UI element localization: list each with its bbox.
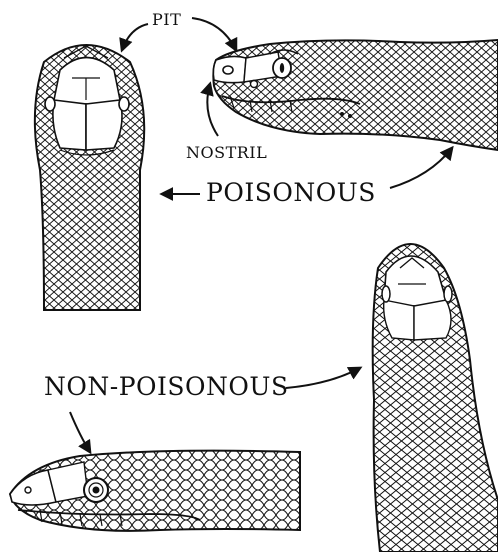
poisonous-head-side-view — [213, 40, 498, 150]
non-poisonous-arrow-down — [70, 412, 90, 452]
non-poisonous-label: NON-POISONOUS — [44, 372, 289, 401]
poisonous-arrow-right — [390, 148, 452, 188]
pit-arrow-right — [192, 18, 236, 50]
poisonous-head-top-view — [35, 45, 144, 310]
nostril-label: NOSTRIL — [186, 143, 267, 162]
non-poisonous-head-top-view — [373, 244, 498, 552]
pit-label: PIT — [152, 10, 181, 29]
non-poisonous-head-side-view — [10, 451, 300, 531]
pit-arrow-left — [122, 24, 148, 50]
poisonous-label: POISONOUS — [206, 178, 376, 207]
non-poisonous-arrow-right — [286, 368, 360, 388]
